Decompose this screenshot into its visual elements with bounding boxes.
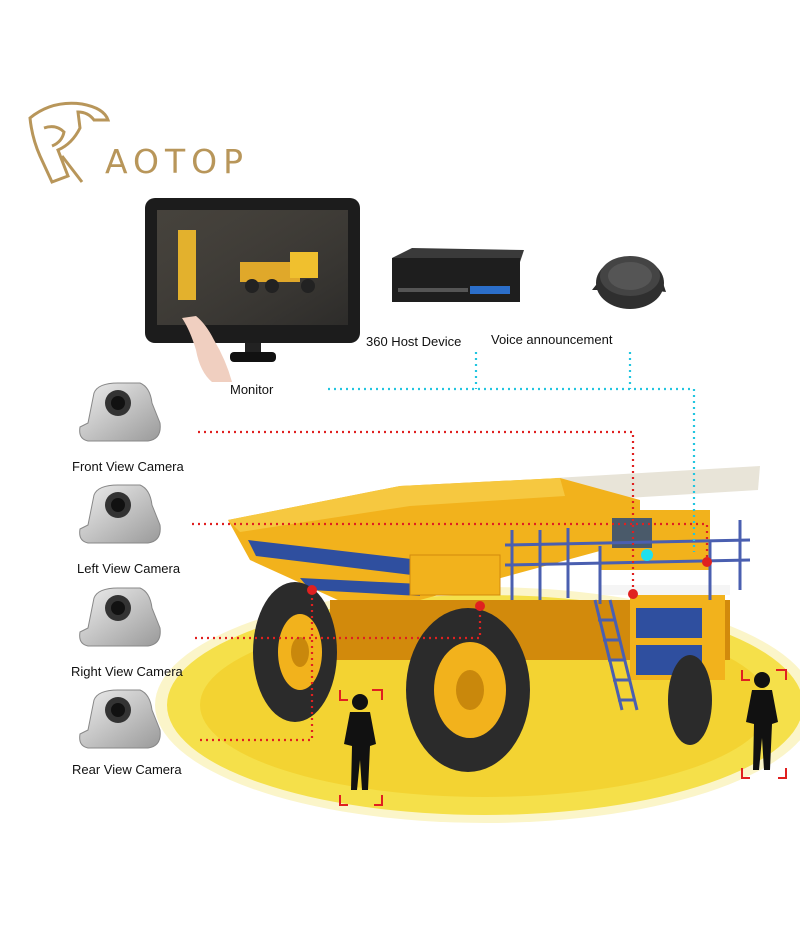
- horse-head-logo-icon: [28, 101, 111, 184]
- device-wiring: [328, 352, 696, 552]
- brand-name: AOTOP: [105, 142, 250, 181]
- monitor-device: [145, 198, 360, 382]
- camera-wiring: [192, 430, 709, 742]
- dump-truck: [228, 466, 760, 772]
- host-device: [392, 248, 524, 302]
- rear-camera-icon: [79, 689, 161, 749]
- host-mount-point: [641, 549, 653, 561]
- left-camera-icon: [79, 484, 161, 544]
- person-right: [741, 669, 787, 779]
- rear-camera-label: Rear View Camera: [72, 762, 182, 777]
- front-camera-icon: [79, 382, 161, 442]
- voice-label: Voice announcement: [491, 332, 613, 347]
- right-camera-icon: [79, 587, 161, 647]
- left-camera-label: Left View Camera: [77, 561, 181, 576]
- host-label: 360 Host Device: [366, 334, 462, 349]
- camera-mount-points: [307, 557, 712, 611]
- front-camera-label: Front View Camera: [72, 459, 184, 474]
- speaker-device: [592, 256, 666, 309]
- person-left: [339, 689, 383, 806]
- right-camera-label: Right View Camera: [71, 664, 183, 679]
- monitor-label: Monitor: [230, 382, 274, 397]
